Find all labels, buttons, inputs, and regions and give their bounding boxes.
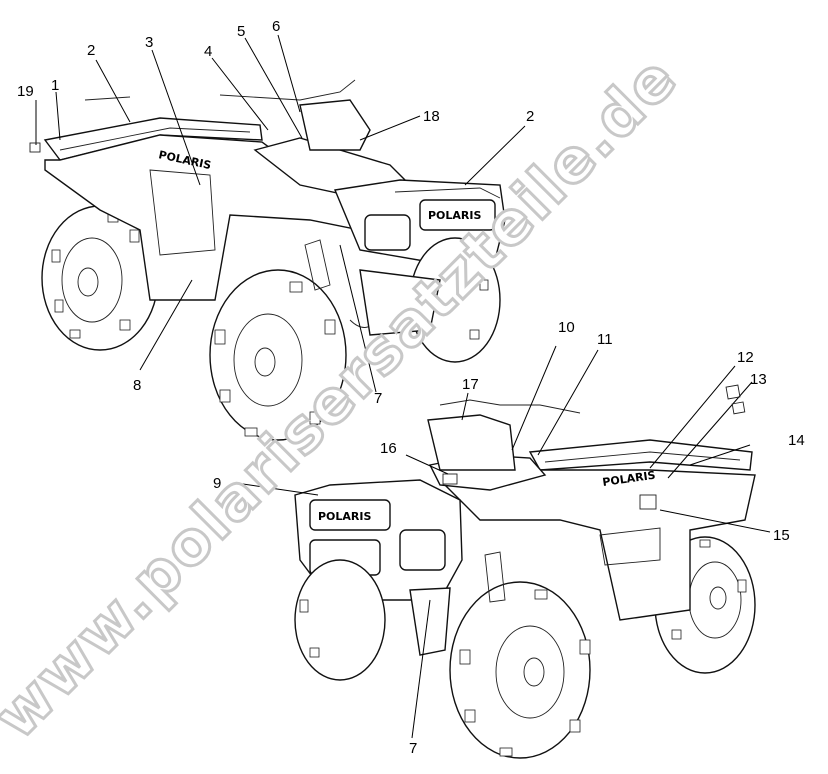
callout-2: 2 — [87, 42, 95, 59]
wheel-front-right-top — [209, 269, 347, 441]
callout-1: 1 — [51, 77, 59, 94]
wheel-front-left-bottom — [294, 559, 386, 681]
callout-19: 19 — [17, 83, 34, 100]
callout-2-front: 2 — [526, 108, 534, 125]
callout-6: 6 — [272, 18, 280, 35]
callout-10: 10 — [558, 319, 575, 336]
callout-16: 16 — [380, 440, 397, 457]
callout-11: 11 — [597, 331, 613, 348]
callout-9: 9 — [213, 475, 221, 492]
callout-8: 8 — [133, 377, 141, 394]
callout-13: 13 — [750, 371, 767, 388]
wheel-front-left-top — [409, 237, 501, 363]
atv-bottom-illustration: POLARIS POLARIS — [294, 399, 756, 759]
callout-17: 17 — [462, 376, 479, 393]
callout-4: 4 — [204, 43, 212, 60]
brand-logo-front-top: POLARIS — [428, 209, 481, 222]
decal-19-icon — [29, 142, 41, 153]
atv-top-illustration: POLARIS POLARIS — [41, 79, 506, 441]
wheel-front-right-bottom — [449, 581, 591, 759]
callouts-top: 19 1 2 3 4 5 6 18 2 8 7 — [17, 18, 534, 407]
leader-lines — [35, 34, 771, 739]
callout-5: 5 — [237, 23, 245, 40]
callouts-bottom: 10 11 12 13 17 16 14 9 15 7 — [213, 319, 805, 757]
brand-logo-front-bottom: POLARIS — [318, 510, 371, 523]
callout-18: 18 — [423, 108, 440, 125]
decal-12-icon — [725, 384, 741, 400]
callout-3: 3 — [145, 34, 153, 51]
callout-15: 15 — [773, 527, 790, 544]
callout-7-top: 7 — [374, 390, 382, 407]
callout-7-bottom: 7 — [409, 740, 417, 757]
callout-14: 14 — [788, 432, 805, 449]
callout-12: 12 — [737, 349, 754, 366]
decal-13-icon — [731, 401, 746, 415]
